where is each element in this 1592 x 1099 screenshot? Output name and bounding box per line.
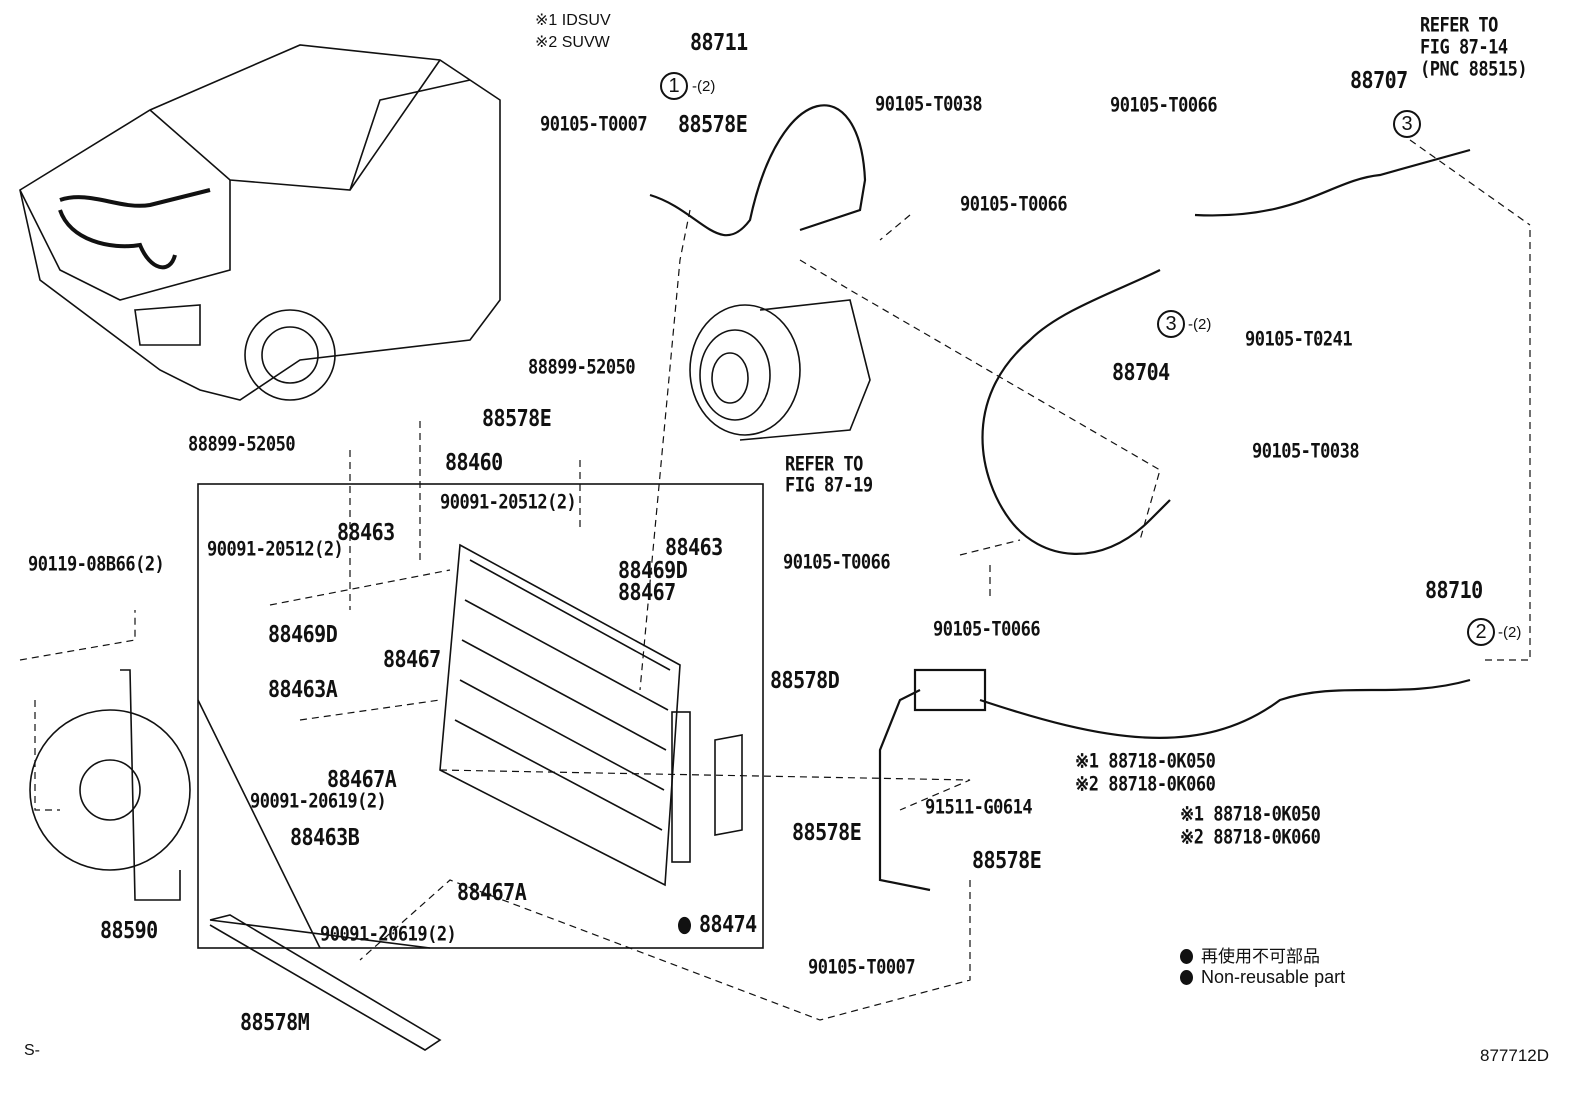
part-label: 90105-T0066 (933, 618, 1041, 641)
non-reusable-dot-icon (678, 916, 691, 935)
frame-leader-lines (197, 699, 442, 1051)
part-label: 88578M (240, 1008, 310, 1036)
part-label: 88463B (290, 823, 360, 851)
part-label: ※2 88718-0K060 (1180, 826, 1321, 849)
part-label: 88463 (337, 518, 395, 546)
part-label: 90091-20512(2) (440, 491, 577, 514)
refer-to-fig-87-14: FIG 87-14 (1420, 36, 1508, 59)
part-label: 88578D (770, 666, 840, 694)
part-label: 90105-T0241 (1245, 328, 1353, 351)
part-label: 88578E (678, 110, 748, 138)
refer-to-fig-87-14: REFER TO (1420, 14, 1498, 37)
callout-3: 3 (1157, 310, 1185, 338)
part-label: 88469D (618, 556, 688, 584)
part-label: 88460 (445, 448, 503, 476)
condenser-illustration (439, 543, 743, 887)
note-2: ※2 SUVW (535, 34, 610, 51)
non-reusable-dot-icon (1180, 970, 1193, 985)
part-label: 88710 (1425, 576, 1483, 604)
vehicle-illustration (19, 44, 501, 401)
part-label: 88467 (383, 645, 441, 673)
non-reusable-dot-icon (1180, 949, 1193, 964)
part-label: 91511-G0614 (925, 796, 1033, 819)
note-1: ※1 IDSUV (535, 12, 611, 29)
compressor-illustration (689, 299, 871, 441)
part-label: 88467A (457, 878, 527, 906)
refer-to-fig-87-19: FIG 87-19 (785, 474, 873, 497)
part-label: 90105-T0038 (875, 93, 983, 116)
part-label: 90105-T0066 (1110, 94, 1218, 117)
part-label: 90091-20619(2) (250, 790, 387, 813)
dashed-guide-lines (19, 139, 1531, 1021)
part-label: 88590 (100, 916, 158, 944)
part-label: 88711 (690, 28, 748, 56)
legend-en: Non-reusable part (1180, 967, 1345, 988)
refer-to-fig-87-14: (PNC 88515) (1420, 58, 1528, 81)
part-label: 90105-T0066 (960, 193, 1068, 216)
callout-2: 2 (1467, 618, 1495, 646)
part-label: 88704 (1112, 358, 1170, 386)
part-label: 88899-52050 (528, 356, 636, 379)
part-label: 88899-52050 (188, 433, 296, 456)
part-label: 90119-08B66(2) (28, 553, 165, 576)
part-label: 90091-20619(2) (320, 923, 457, 946)
part-label: 88463 (665, 533, 723, 561)
part-label-non-reusable: 88474 (678, 910, 757, 938)
condenser-assembly-frame (197, 483, 764, 949)
callout-1: 1 (660, 72, 688, 100)
part-number: 88474 (699, 910, 757, 938)
part-label: 88578E (482, 404, 552, 432)
part-label: 88578E (972, 846, 1042, 874)
legend-text: 再使用不可部品 (1201, 947, 1320, 966)
part-label: ※1 88718-0K050 (1180, 803, 1321, 826)
part-label: ※2 88718-0K060 (1075, 773, 1216, 796)
callout-3: 3 (1393, 110, 1421, 138)
part-label: 88463A (268, 675, 338, 703)
part-label: 90091-20512(2) (207, 538, 344, 561)
part-label: 88578E (792, 818, 862, 846)
part-label: ※1 88718-0K050 (1075, 750, 1216, 773)
legend-text: Non-reusable part (1201, 967, 1346, 987)
legend-jp: 再使用不可部品 (1180, 942, 1320, 967)
refrigerant-hoses (649, 104, 1471, 892)
part-label: 88469D (268, 620, 338, 648)
fan-illustration (29, 669, 191, 901)
part-label: 88467A (327, 765, 397, 793)
refer-to-fig-87-19: REFER TO (785, 453, 863, 476)
footer-left: S- (24, 1042, 40, 1059)
part-label: 88467 (618, 578, 676, 606)
callout-qty: -(2) (1188, 316, 1212, 333)
part-label: 90105-T0007 (808, 956, 916, 979)
callout-qty: -(2) (1498, 624, 1522, 641)
part-label: 90105-T0007 (540, 113, 648, 136)
part-label: 90105-T0066 (783, 551, 891, 574)
callout-qty: -(2) (692, 78, 716, 95)
part-label: 90105-T0038 (1252, 440, 1360, 463)
part-label: 88707 (1350, 66, 1408, 94)
figure-id: 877712D (1480, 1046, 1550, 1065)
